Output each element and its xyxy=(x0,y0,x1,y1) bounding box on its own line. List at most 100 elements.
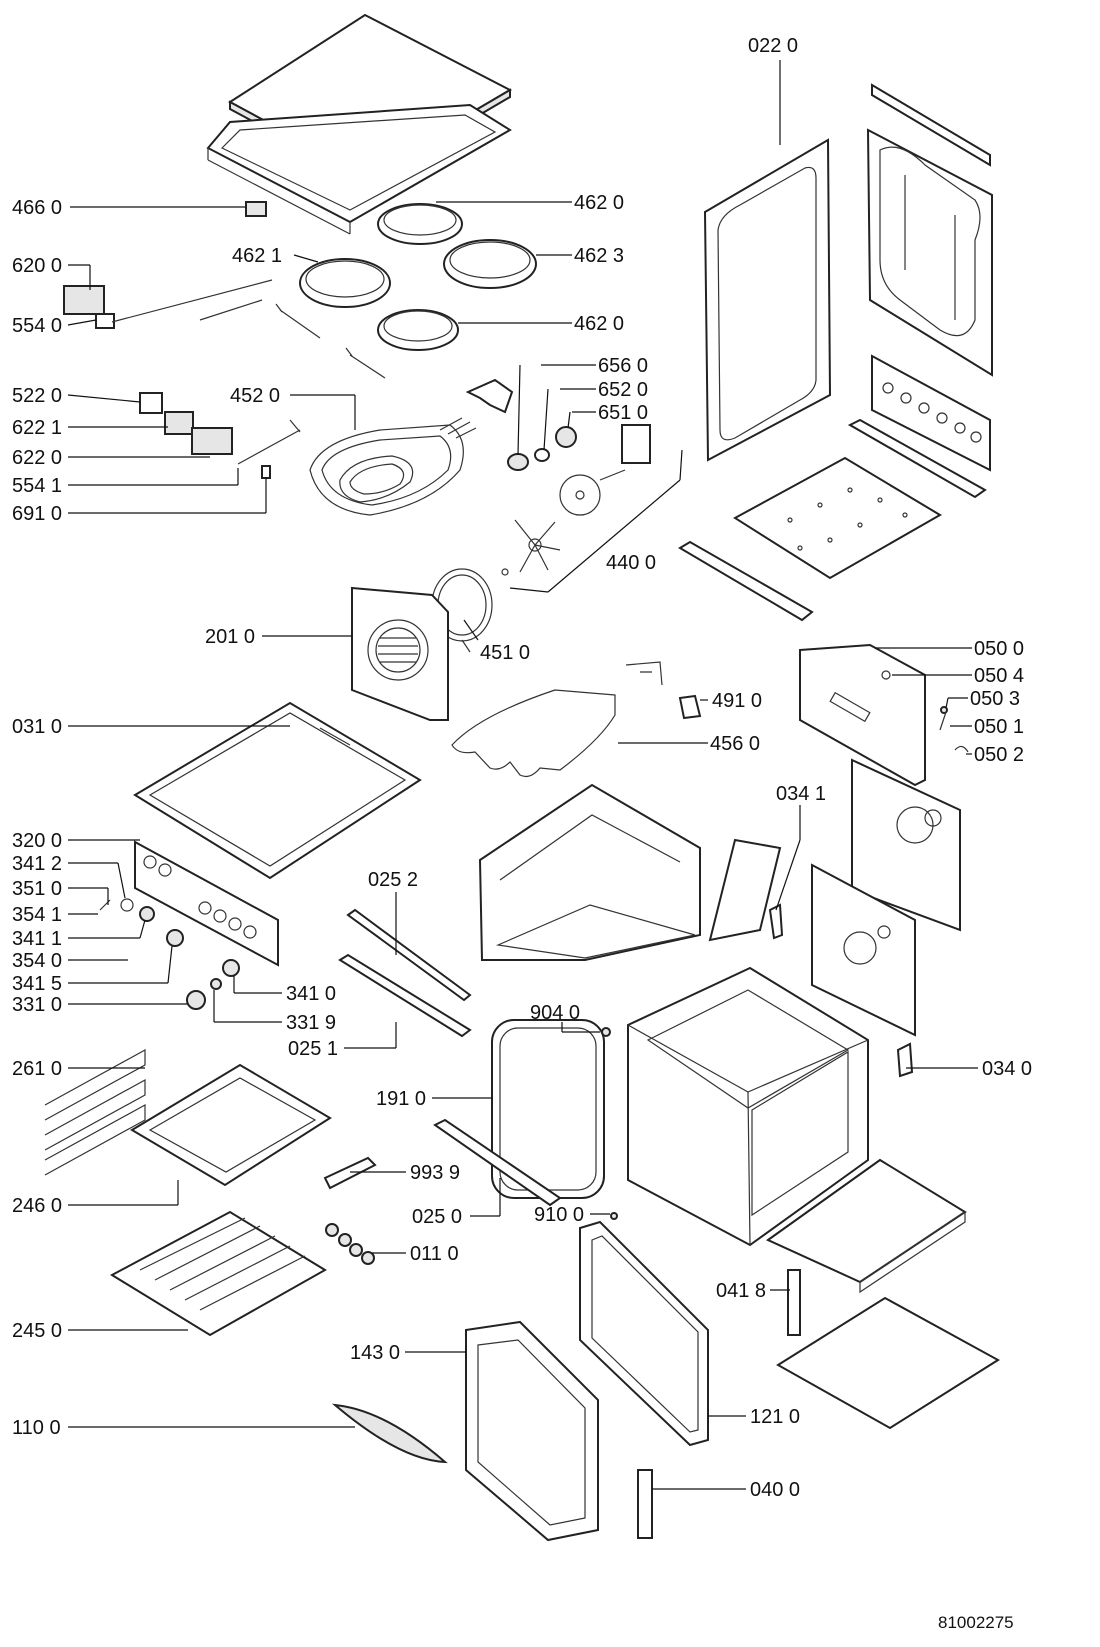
terminal-block xyxy=(245,201,267,217)
vent-panel xyxy=(871,354,991,472)
rail-025-1 xyxy=(338,953,472,1038)
label-554-0: 554 0 xyxy=(12,315,62,337)
hinge-041-8 xyxy=(787,1269,801,1336)
switch-554 xyxy=(95,313,115,329)
label-050-0: 050 0 xyxy=(974,638,1024,660)
fan-blade xyxy=(514,519,561,573)
label-041-8: 041 8 xyxy=(716,1280,766,1302)
drawer-sheet xyxy=(776,1296,1000,1430)
knob-331-9 xyxy=(210,978,222,990)
shelf-supports xyxy=(44,1048,146,1176)
lamp-651 xyxy=(555,426,577,448)
label-025-1: 025 1 xyxy=(288,1038,338,1060)
bottom-element xyxy=(451,689,616,778)
label-320-0: 320 0 xyxy=(12,830,62,852)
label-022-0: 022 0 xyxy=(748,35,798,57)
clip-050-1 xyxy=(939,711,947,731)
hob-bracket-2 xyxy=(345,347,386,379)
element-bracket xyxy=(625,661,663,686)
label-261-0: 261 0 xyxy=(12,1058,62,1080)
label-620-0: 620 0 xyxy=(12,255,62,277)
bracket-491 xyxy=(678,694,702,720)
switch-622 xyxy=(191,427,233,455)
part-labels: 022 0 466 0 462 0 462 1 462 3 620 0 554 … xyxy=(12,35,1032,1632)
label-993-9: 993 9 xyxy=(410,1162,460,1184)
label-651-0: 651 0 xyxy=(598,402,648,424)
label-011-0: 011 0 xyxy=(410,1243,459,1265)
control-panel xyxy=(134,840,279,967)
top-panel-050 xyxy=(799,643,926,787)
label-622-0: 622 0 xyxy=(12,447,62,469)
work-top xyxy=(133,701,422,880)
fan-cover xyxy=(351,586,449,721)
clip-050-2 xyxy=(954,745,969,753)
door-handle xyxy=(331,1403,448,1464)
knob-341-2 xyxy=(120,898,134,912)
leader-lines xyxy=(67,60,978,1490)
label-341-0: 341 0 xyxy=(286,983,336,1005)
label-034-0: 034 0 xyxy=(982,1058,1032,1080)
label-456-0: 456 0 xyxy=(710,733,760,755)
hotplate-front-right xyxy=(377,203,463,245)
oven-liner xyxy=(478,783,701,961)
label-691-0: 691 0 xyxy=(12,503,62,525)
label-341-1: 341 1 xyxy=(12,928,62,950)
hinge-040 xyxy=(637,1469,653,1539)
label-462-0-top: 462 0 xyxy=(574,192,624,214)
rail-025-2 xyxy=(346,908,472,1002)
label-341-5: 341 5 xyxy=(12,973,62,995)
label-050-3: 050 3 xyxy=(970,688,1020,710)
clip-691 xyxy=(261,465,271,479)
label-466-0: 466 0 xyxy=(12,197,62,219)
drawer xyxy=(766,1158,967,1294)
part-993-9 xyxy=(323,1156,377,1190)
rail-back xyxy=(847,418,987,499)
label-110-0: 110 0 xyxy=(12,1417,61,1439)
label-910-0: 910 0 xyxy=(534,1204,584,1226)
hob-wire xyxy=(111,279,273,323)
label-652-0: 652 0 xyxy=(598,379,648,401)
hotplate-rear-right xyxy=(377,309,459,351)
clip-050-4 xyxy=(881,670,891,680)
label-040-0: 040 0 xyxy=(750,1479,800,1501)
screw-910 xyxy=(610,1212,618,1220)
hotplate-large-right xyxy=(443,239,537,289)
knob-656 xyxy=(507,453,529,471)
label-121-0: 121 0 xyxy=(750,1406,800,1428)
label-451-0: 451 0 xyxy=(480,642,530,664)
knob-341-5 xyxy=(166,929,184,947)
diagram-code: 81002275 xyxy=(938,1613,1014,1632)
switch-622-1 xyxy=(164,411,194,435)
label-491-0: 491 0 xyxy=(712,690,762,712)
label-462-0-bottom: 462 0 xyxy=(574,313,624,335)
label-201-0: 201 0 xyxy=(205,626,255,648)
perforated-plate xyxy=(733,456,942,580)
knob-341-1 xyxy=(139,906,155,922)
label-554-1: 554 1 xyxy=(12,475,62,497)
fan-wheel xyxy=(559,474,601,516)
label-354-1: 354 1 xyxy=(12,904,62,926)
screw-904 xyxy=(601,1027,611,1037)
label-452-0: 452 0 xyxy=(230,385,280,407)
hob-frame xyxy=(206,103,512,235)
knob-341-0 xyxy=(222,959,240,977)
grill-element xyxy=(309,417,477,516)
hob-bracket xyxy=(275,303,321,339)
label-351-0: 351 0 xyxy=(12,878,62,900)
label-656-0: 656 0 xyxy=(598,355,648,377)
side-panel-front xyxy=(811,863,916,1037)
back-panel xyxy=(866,83,993,377)
oven-door-glass xyxy=(703,138,832,462)
oven-cavity xyxy=(627,966,869,1247)
label-034-1: 034 1 xyxy=(776,783,826,805)
label-331-9: 331 9 xyxy=(286,1012,336,1034)
label-354-0: 354 0 xyxy=(12,950,62,972)
rail-lower xyxy=(678,540,814,622)
bracket-554-1 xyxy=(237,429,301,465)
feet xyxy=(325,1223,375,1265)
label-025-2: 025 2 xyxy=(368,869,418,891)
clip-050-3 xyxy=(940,706,948,714)
label-025-0: 025 0 xyxy=(412,1206,462,1228)
oven-door-outer xyxy=(465,1320,599,1542)
